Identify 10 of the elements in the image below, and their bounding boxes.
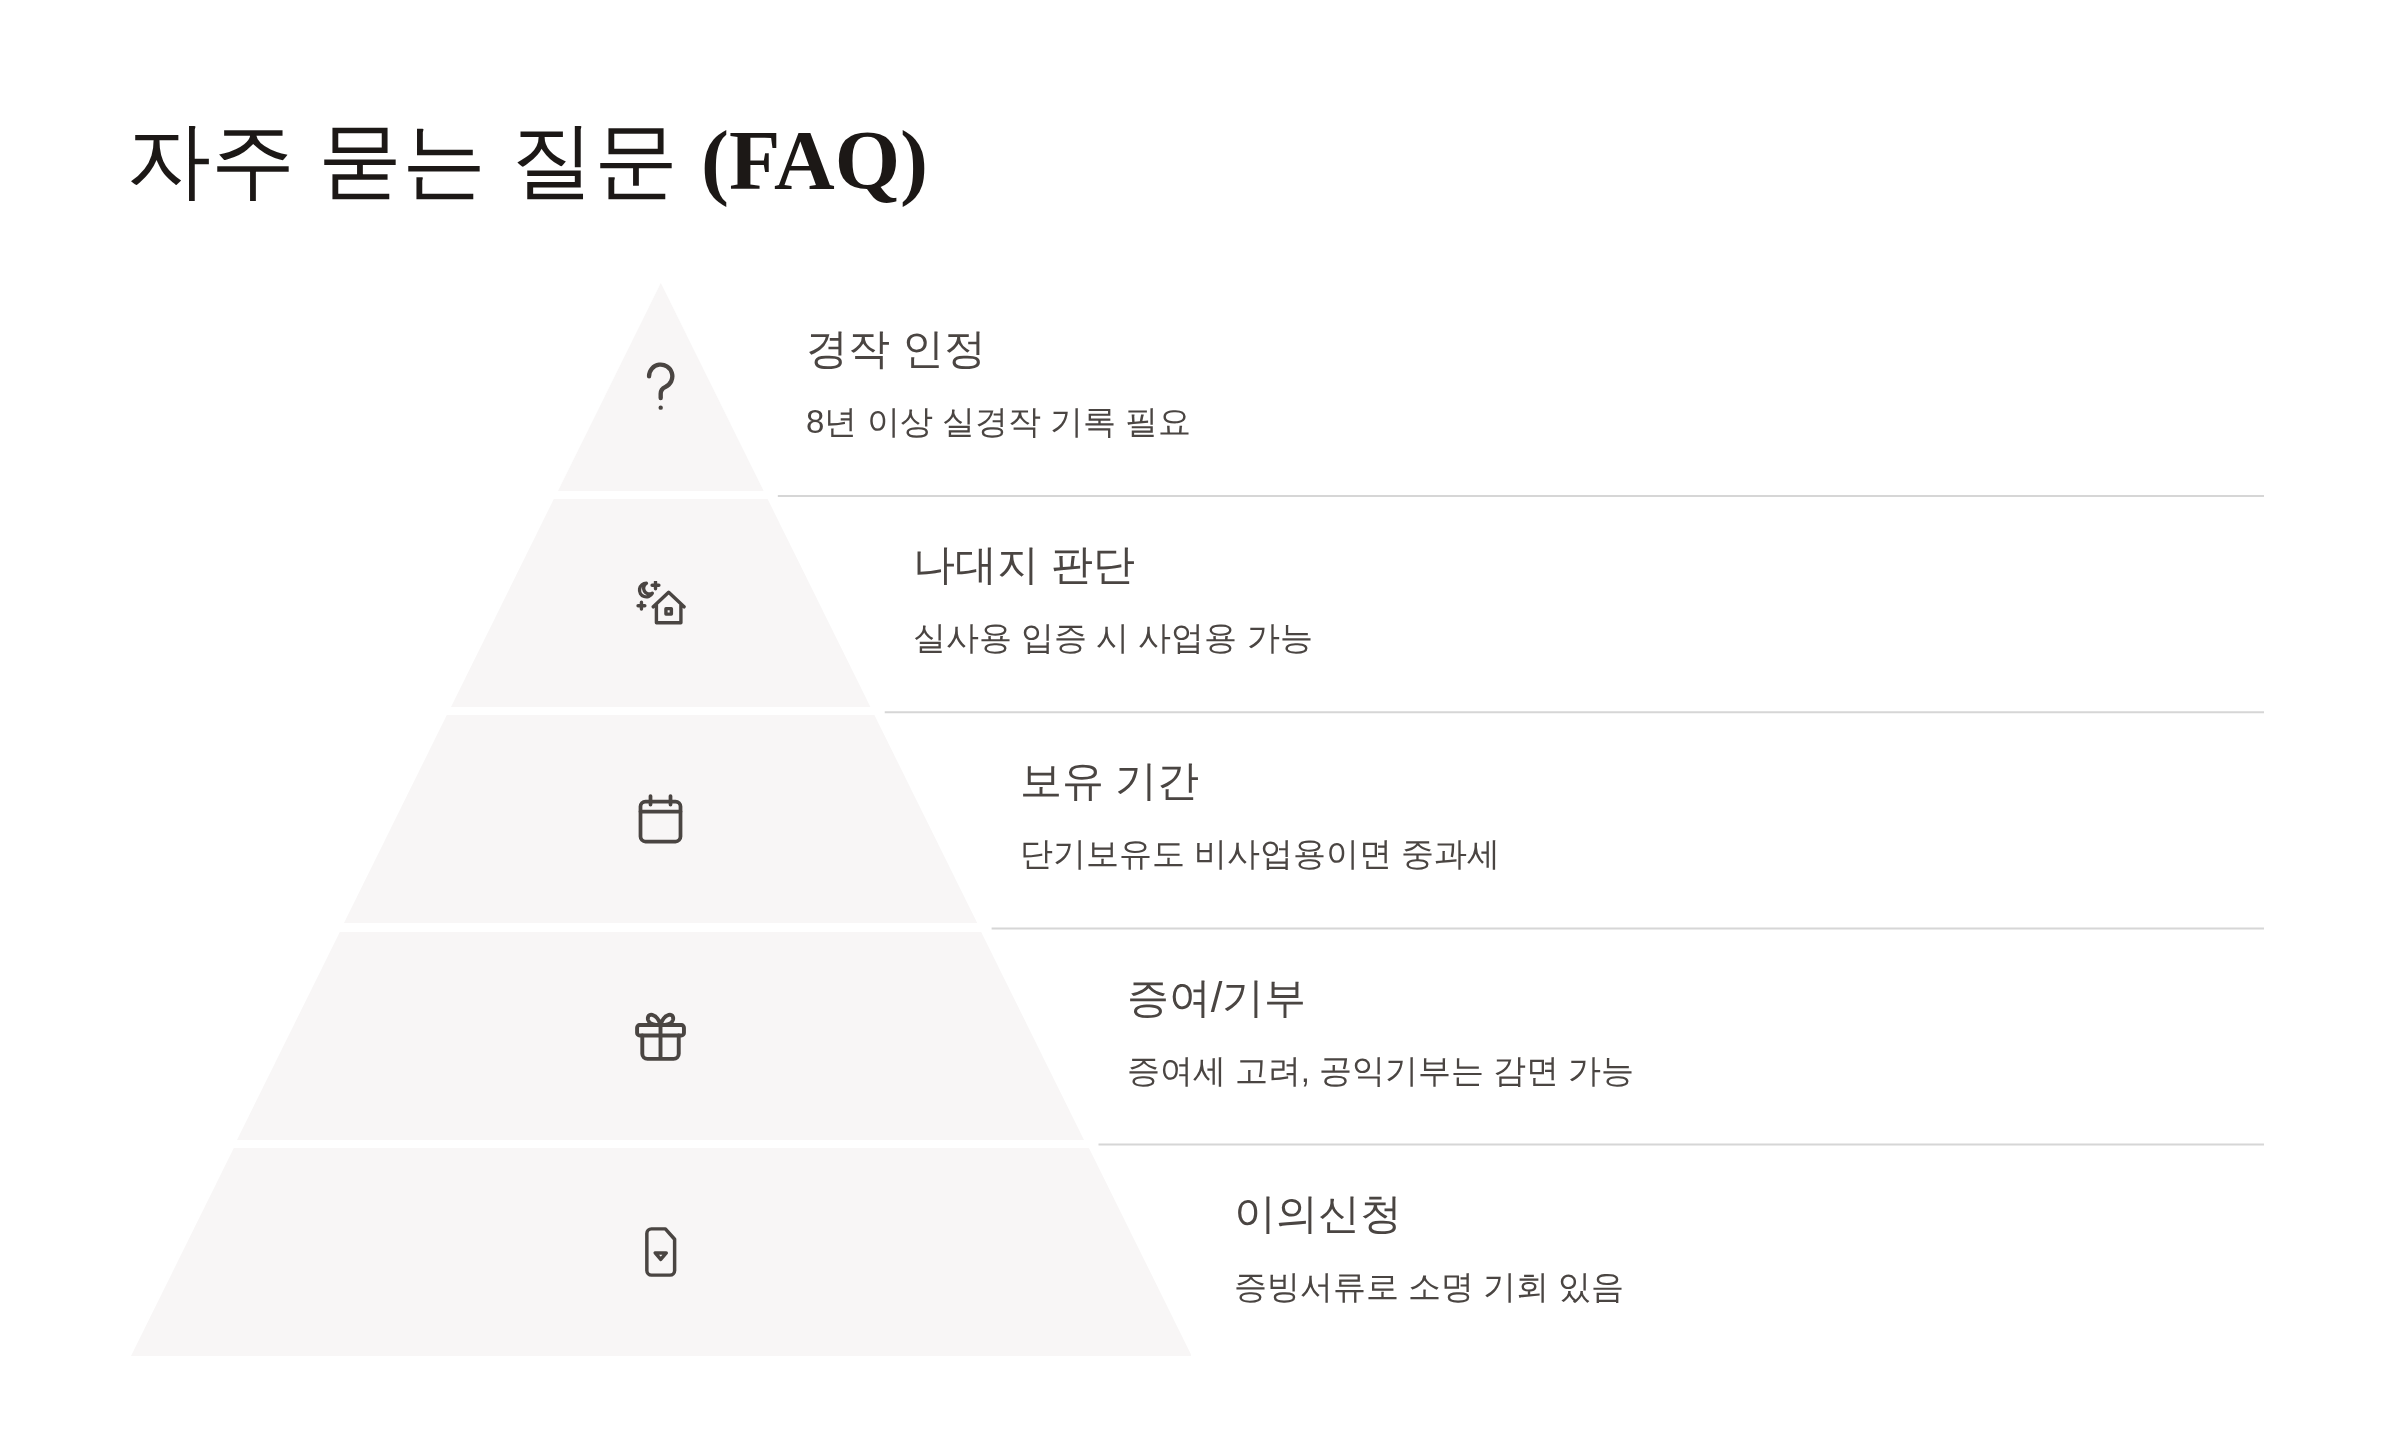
band-description: 실사용 입증 시 사업용 가능 <box>912 620 1313 657</box>
band-description: 증여세 고려, 공익기부는 감면 가능 <box>1126 1052 1635 1089</box>
band-heading: 보유 기간 <box>1019 758 1200 805</box>
band-description: 8년 이상 실경작 기록 필요 <box>806 404 1191 441</box>
band-heading: 경작 인정 <box>806 326 986 373</box>
band-heading: 나대지 판단 <box>912 542 1135 589</box>
band-heading: 증여/기부 <box>1126 974 1307 1021</box>
band-description: 증빙서류로 소명 기회 있음 <box>1233 1268 1625 1306</box>
band-description: 단기보유도 비사업용이면 중과세 <box>1019 836 1501 873</box>
band-heading: 이의신청 <box>1233 1190 1402 1237</box>
